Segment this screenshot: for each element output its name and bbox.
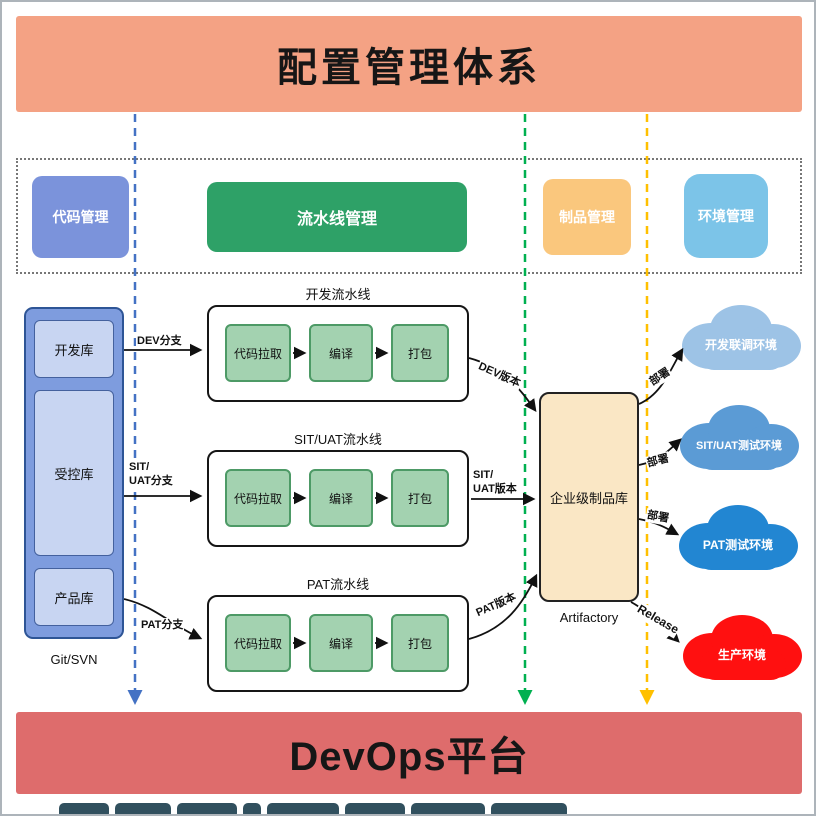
repo-product: 产品库 [34,568,114,626]
bottom-cutoff-shape [267,803,339,814]
label-dev-version: DEV版本 [475,359,524,392]
label-dev-branch: DEV分支 [136,334,183,349]
label-pat-version: PAT版本 [473,589,520,621]
step-compile: 编译 [309,324,373,382]
repo-dev: 开发库 [34,320,114,378]
bottom-cutoff-shape [59,803,109,814]
step-package: 打包 [391,324,449,382]
env-cloud-pat: PAT测试环境 [672,498,804,578]
step-package: 打包 [391,469,449,527]
label-pat-branch: PAT分支 [140,618,185,633]
bottom-cutoff-shape [115,803,171,814]
cloud-icon [683,615,802,680]
step-package: 打包 [391,614,449,672]
bottom-cutoff-shape [411,803,485,814]
cloud-icon [682,305,801,370]
env-label-pat: PAT测试环境 [703,537,773,552]
env-label-situat: SIT/UAT测试环境 [696,438,782,452]
bottom-cutoff-shape [345,803,405,814]
step-checkout: 代码拉取 [225,469,291,527]
env-label-production: 生产环境 [718,647,766,662]
category-pipeline-management: 流水线管理 [207,182,467,252]
artifact-caption: Artifactory [559,610,619,625]
step-checkout: 代码拉取 [225,614,291,672]
env-cloud-production: 生产环境 [676,608,808,688]
label-release: Release [633,601,683,639]
env-label-dev: 开发联调环境 [705,337,777,352]
label-deploy-dev: 部署 [646,364,674,390]
category-frame [16,158,802,274]
category-code-management: 代码管理 [32,176,129,258]
bottom-cutoff-shape [177,803,237,814]
pipeline-dev-title: 开发流水线 [305,287,371,302]
artifact-repo: 企业级制品库 [539,392,639,602]
devops-platform-banner: DevOps平台 [16,712,802,794]
step-checkout: 代码拉取 [225,324,291,382]
label-situat-branch: SIT/ UAT分支 [128,460,174,489]
step-compile: 编译 [309,469,373,527]
env-cloud-dev: 开发联调环境 [675,298,807,378]
env-cloud-situat: SIT/UAT测试环境 [673,398,805,478]
repo-caption: Git/SVN [50,652,98,667]
cloud-icon [680,405,799,470]
category-artifact-management: 制品管理 [543,179,631,255]
pipeline-situat-title: SIT/UAT流水线 [294,432,382,447]
step-compile: 编译 [309,614,373,672]
bottom-cutoff-shape [243,803,261,814]
cloud-icon [679,505,798,570]
page-title: 配置管理体系 [16,16,802,112]
category-environment-management: 环境管理 [684,174,768,258]
label-situat-version: SIT/ UAT版本 [472,468,518,497]
repo-controlled: 受控库 [34,390,114,556]
label-deploy-situat: 部署 [644,451,672,471]
bottom-cutoff-shape [491,803,567,814]
label-deploy-pat: 部署 [644,508,672,527]
pipeline-pat-title: PAT流水线 [306,577,370,592]
